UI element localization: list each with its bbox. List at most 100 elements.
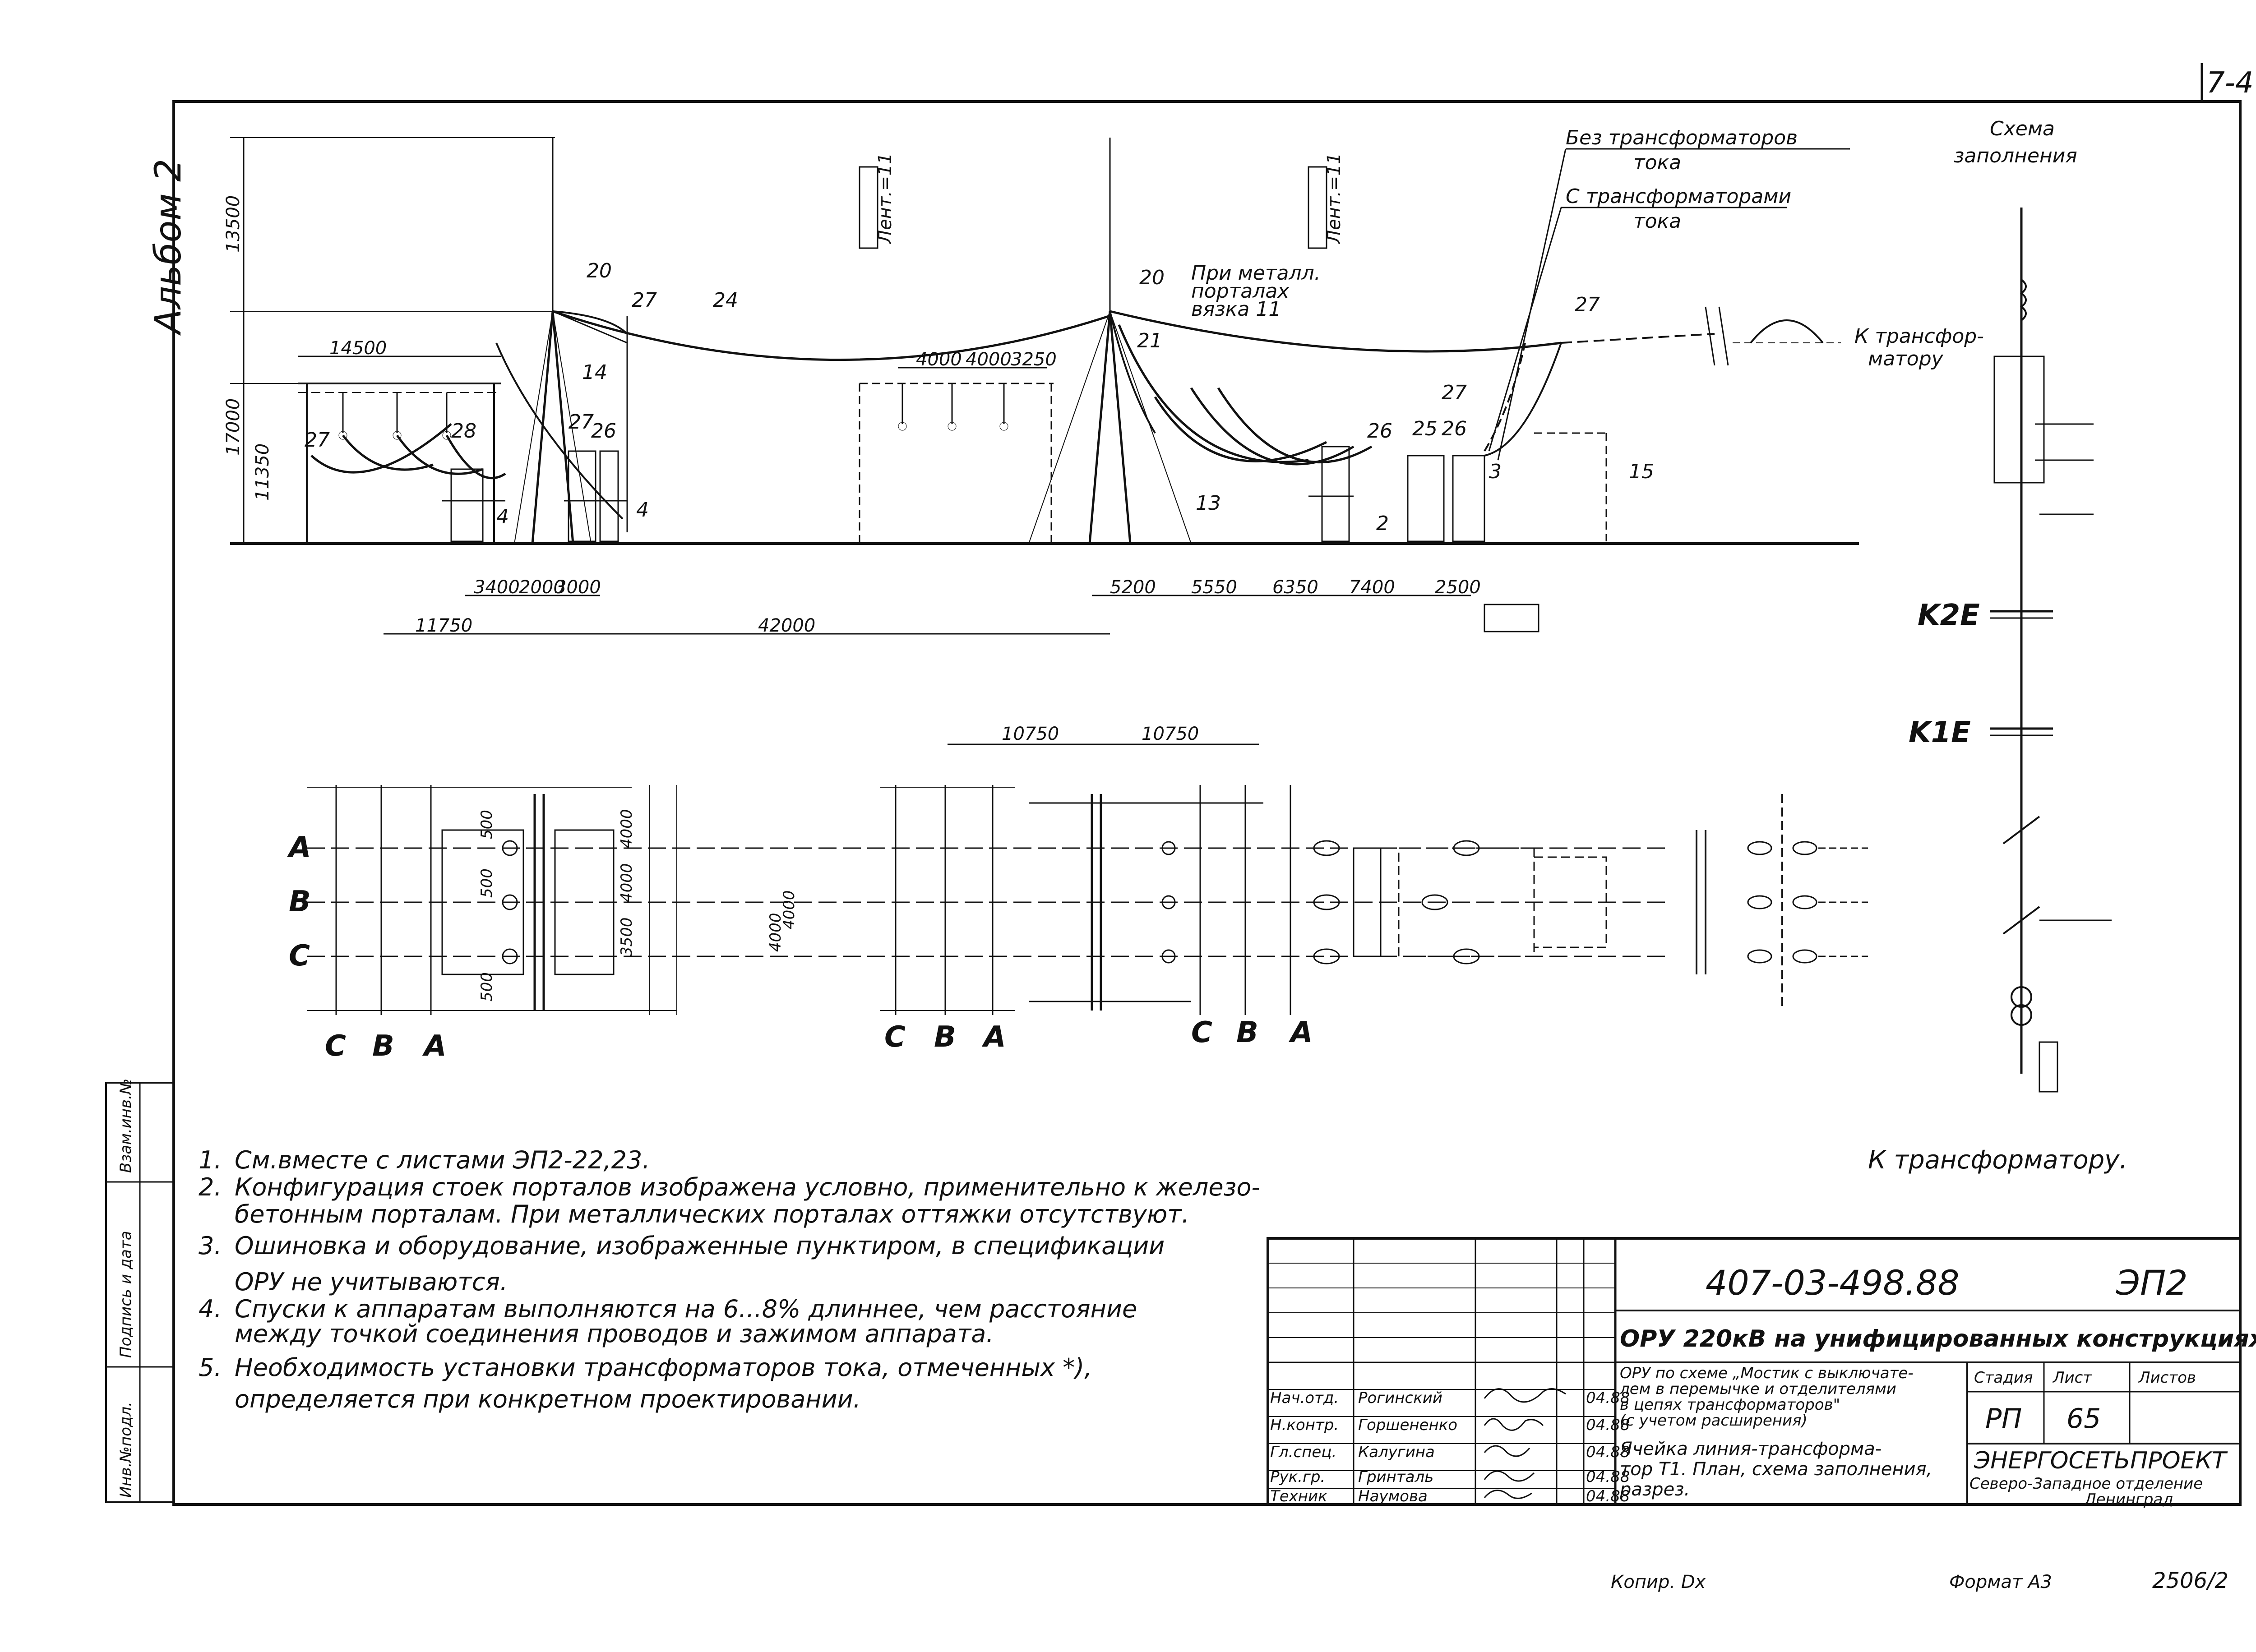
label-metal-2: порталах xyxy=(1191,280,1290,303)
desc-line: разрез. xyxy=(1619,1479,1690,1500)
sheet-frame xyxy=(172,100,2242,1506)
sig-role: Н.контр. xyxy=(1270,1416,1339,1434)
plan-dim-left: 4000 xyxy=(780,890,798,929)
sheet-value: 65 xyxy=(2066,1403,2101,1435)
sig-name: Горшененко xyxy=(1358,1416,1457,1434)
schema-labels: Схема заполнения K2E K1E К трансформатор… xyxy=(1868,117,2127,1175)
desc-line: лем в перемычке и отделителями xyxy=(1619,1380,1896,1398)
elevation-section xyxy=(230,137,1859,635)
callout: 14 xyxy=(582,361,607,384)
plan-labels: A B C C B A C B A C B A 10750 10750 500 … xyxy=(287,724,1313,1063)
sig-role: Нач.отд. xyxy=(1270,1389,1339,1407)
elevation-labels: Без трансформаторов тока С трансформатор… xyxy=(223,126,1984,636)
vdim: 17000 xyxy=(223,398,244,456)
left-margin: Альбом 2 Инв.№подл. Подпись и дата Взам.… xyxy=(105,159,189,1503)
dim-overall: 11750 xyxy=(415,615,472,636)
note-text: Необходимость установки трансформаторов … xyxy=(235,1353,1092,1382)
album-label: Альбом 2 xyxy=(147,159,189,336)
label-no-ct: Без трансформаторов xyxy=(1566,126,1798,149)
callout: 27 xyxy=(1575,293,1600,316)
sig-date: 04.88 xyxy=(1586,1389,1630,1407)
phase-label-bottom: A xyxy=(1288,1016,1313,1049)
footer-number: 2506/2 xyxy=(2152,1568,2228,1593)
note-text: между точкой соединения проводов и зажим… xyxy=(235,1320,994,1348)
schema-k1e: K1E xyxy=(1909,716,1971,749)
label-metal-3: вязка 11 xyxy=(1191,298,1281,321)
org-name: ЭНЕРГОСЕТЬПРОЕКТ xyxy=(1974,1447,2228,1474)
sig-name: Рогинский xyxy=(1358,1389,1442,1407)
callout: 24 xyxy=(713,289,738,312)
col-stage: Стадия xyxy=(1974,1369,2033,1387)
dim-bottom-left: 3400 xyxy=(474,577,520,598)
plan-dim-left: 4000 xyxy=(618,863,636,902)
label-no-ct-2: тока xyxy=(1633,151,1681,174)
desc-line: Ячейка линия-трансформа- xyxy=(1619,1439,1882,1459)
phase-label-bottom: B xyxy=(1236,1016,1258,1049)
callout: 4 xyxy=(636,498,649,521)
sig-role: Техник xyxy=(1270,1487,1327,1505)
sig-date: 04.88 xyxy=(1586,1487,1630,1505)
desc-line: тор Т1. План, схема заполнения, xyxy=(1620,1459,1932,1480)
desc-line: в цепях трансформаторов" xyxy=(1620,1396,1840,1414)
label-with-ct-2: тока xyxy=(1633,210,1681,233)
dim-bottom-right: 5200 xyxy=(1110,577,1156,598)
note-text: бетонным порталам. При металлических пор… xyxy=(235,1200,1189,1228)
phase-label-row: C xyxy=(289,939,310,973)
callout: 26 xyxy=(1367,420,1392,443)
sig-name: Калугина xyxy=(1358,1443,1435,1461)
callout: 25 xyxy=(1412,417,1438,440)
dim-bottom-left: 2000 xyxy=(519,577,565,598)
sig-role: Рук.гр. xyxy=(1270,1468,1325,1486)
fill-schema xyxy=(1990,208,2112,1093)
note-text: Спуски к аппаратам выполняются на 6...8%… xyxy=(235,1295,1137,1323)
sig-name: Гринталь xyxy=(1358,1468,1433,1486)
inv-field-3: Взам.инв.№ xyxy=(117,1079,135,1173)
label-to-transformer-2: матору xyxy=(1868,347,1944,370)
sig-role: Гл.спец. xyxy=(1270,1443,1336,1461)
plan-dim-top: 10750 xyxy=(1142,724,1199,744)
label-metal: При металл. xyxy=(1191,262,1321,285)
callout: 2 xyxy=(1376,512,1389,535)
note-text: См.вместе с листами ЭП2-22,23. xyxy=(235,1146,650,1174)
dim-top: 14500 xyxy=(329,338,387,359)
callout: 28 xyxy=(451,420,476,443)
phase-label-bottom: B xyxy=(934,1020,956,1054)
desc-line: ОРУ по схеме „Мостик с выключате- xyxy=(1620,1364,1914,1382)
dim-top: 4000 xyxy=(916,349,962,370)
title-block-text: 407-03-498.88 ЭП2 ОРУ 220кВ на унифициро… xyxy=(1270,1263,2256,1509)
callout: 27 xyxy=(569,411,594,434)
note-text: Ошиновка и оборудование, изображенные пу… xyxy=(235,1232,1165,1260)
plan-dim-left: 500 xyxy=(478,810,496,839)
plan-dim-left: 500 xyxy=(478,868,496,898)
phase-label-bottom: C xyxy=(884,1020,906,1054)
note-num: 2. xyxy=(199,1173,222,1201)
callout: 27 xyxy=(632,289,657,312)
label-with-ct: С трансформаторами xyxy=(1566,185,1791,208)
dim-bottom-right: 6350 xyxy=(1272,577,1318,598)
dim-bottom-right: 2500 xyxy=(1435,577,1481,598)
dim-bottom-right: 7400 xyxy=(1349,577,1395,598)
dim-top: 4000 xyxy=(966,349,1012,370)
note-text: ОРУ не учитываются. xyxy=(235,1268,508,1296)
callout: 27 xyxy=(305,429,330,452)
col-sheets: Листов xyxy=(2138,1369,2196,1387)
schema-bottom-label: К трансформатору. xyxy=(1868,1145,2127,1175)
vdim: 11350 xyxy=(252,443,273,501)
plan-dim-left: 500 xyxy=(478,972,496,1001)
callout: 26 xyxy=(591,420,616,443)
schema-title: Схема xyxy=(1990,117,2055,140)
phase-label-row: B xyxy=(289,885,311,918)
note-text: определяется при конкретном проектирован… xyxy=(235,1385,861,1413)
footer-copied: Копир. Dx xyxy=(1611,1572,1706,1592)
note-num: 4. xyxy=(199,1295,222,1323)
col-sheet: Лист xyxy=(2052,1369,2092,1387)
phase-label-bottom: A xyxy=(981,1020,1006,1054)
schema-k2e: K2E xyxy=(1918,599,1980,632)
inv-field-1: Инв.№подл. xyxy=(117,1402,135,1498)
phase-label-row: A xyxy=(287,831,311,864)
desc-line: (с учетом расширения) xyxy=(1620,1412,1808,1430)
phase-label-bottom: C xyxy=(1191,1016,1212,1049)
plan-dim-top: 10750 xyxy=(1002,724,1059,744)
plan-section xyxy=(307,743,1868,1015)
